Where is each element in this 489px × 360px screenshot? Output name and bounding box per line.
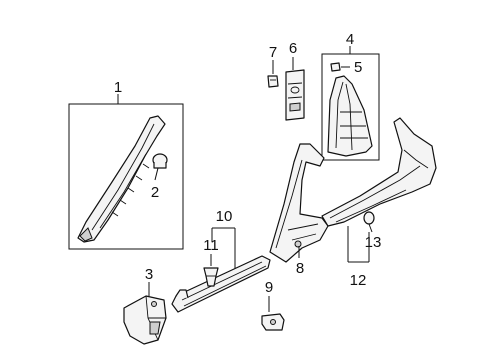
a-pillar-trim-end: [79, 227, 93, 242]
part-7-clip: [267, 75, 279, 88]
b-pillar-lower-trim-hole: [294, 240, 302, 248]
callout-12: 12: [350, 272, 367, 289]
part-13-clip: [363, 211, 375, 225]
a-pillar-trim: [77, 115, 166, 243]
rear-sill-trim-edge: [329, 165, 421, 219]
rear-sill-trim-lower: [335, 189, 407, 223]
callout-11: 11: [203, 237, 219, 254]
callout-7: 7: [269, 44, 277, 61]
group-part-6: 6: [285, 40, 305, 121]
part-13-leader: [368, 223, 373, 233]
front-sill-plate: [171, 255, 271, 313]
b-pillar-lower-trim-edge: [275, 159, 303, 249]
b-pillar-upper-trim-hole: [290, 86, 300, 94]
callout-4: 4: [346, 31, 354, 48]
group-part-4: 4 5: [321, 31, 380, 161]
group-part-12: 12 13: [321, 117, 437, 289]
callout-9: 9: [265, 279, 273, 296]
b-pillar-upper-trim-tab: [289, 102, 301, 112]
front-sill-plate-edges: [181, 261, 267, 307]
callout-10: 10: [216, 208, 233, 225]
rear-sill-trim-contour: [403, 149, 429, 169]
part-9-fastener-hole: [270, 319, 276, 325]
callout-8: 8: [296, 260, 304, 277]
b-pillar-garnish-slats: [340, 111, 368, 139]
lower-bracket-cutout: [149, 321, 161, 335]
callout-13: 13: [365, 234, 382, 251]
lower-bracket-hole: [151, 301, 157, 307]
part-2-clip-body: [153, 162, 167, 169]
group-part-10: 10 11: [171, 208, 271, 313]
callout-1: 1: [114, 79, 122, 96]
a-pillar-trim-rib: [99, 153, 147, 229]
callout-6: 6: [289, 40, 297, 57]
b-pillar-upper-trim: [285, 69, 305, 121]
b-pillar-lower-trim: [269, 143, 329, 263]
rear-sill-trim: [321, 117, 437, 227]
callout-5: 5: [354, 59, 362, 76]
group-part-7: 7: [267, 44, 279, 88]
callout-3: 3: [145, 266, 153, 283]
b-pillar-garnish-ribs: [335, 81, 353, 151]
group-part-9: 9: [261, 279, 285, 331]
b-pillar-lower-trim-lines: [287, 223, 319, 241]
group-part-8: 8: [269, 143, 329, 277]
part-1-frame: [68, 103, 184, 250]
group-part-1: 1 2: [68, 79, 184, 250]
b-pillar-upper-trim-lines: [287, 82, 303, 99]
part-2-leader: [154, 167, 159, 181]
group-part-3: 3: [123, 266, 167, 345]
a-pillar-trim-slots: [111, 163, 150, 217]
lower-bracket: [123, 295, 167, 345]
part-5-clip: [330, 62, 341, 72]
a-pillar-trim-edge: [91, 123, 155, 231]
callout-2: 2: [151, 184, 159, 201]
b-pillar-garnish: [327, 75, 373, 157]
front-sill-plate-end: [175, 289, 189, 299]
